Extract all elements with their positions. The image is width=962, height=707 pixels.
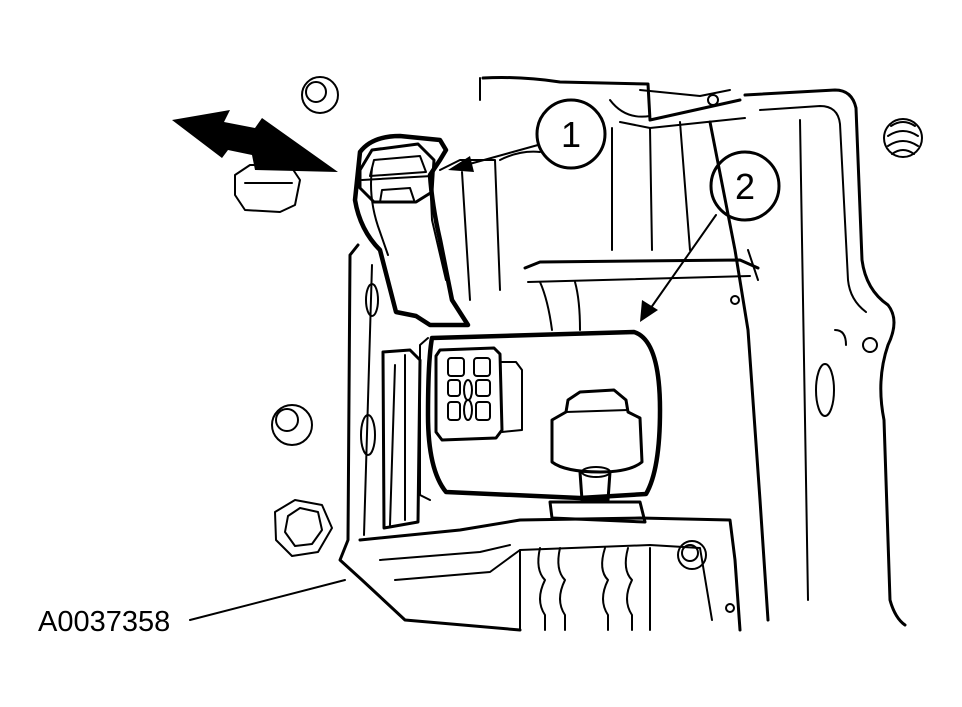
solenoid-plunger: [548, 388, 647, 524]
callout-2-label: 2: [735, 166, 755, 207]
indicator-arrow: [172, 110, 338, 172]
callout-1: 1: [448, 98, 607, 172]
solenoid-body: [419, 329, 663, 524]
figure-id-group: A0037358: [38, 579, 346, 638]
callout-1-label: 1: [561, 114, 581, 155]
figure-id-label: A0037358: [38, 606, 170, 638]
bracket-bolt: [358, 142, 436, 204]
electrical-connector: [434, 346, 523, 442]
callout-2: 2: [640, 150, 781, 322]
transmission-housing: [234, 76, 923, 632]
